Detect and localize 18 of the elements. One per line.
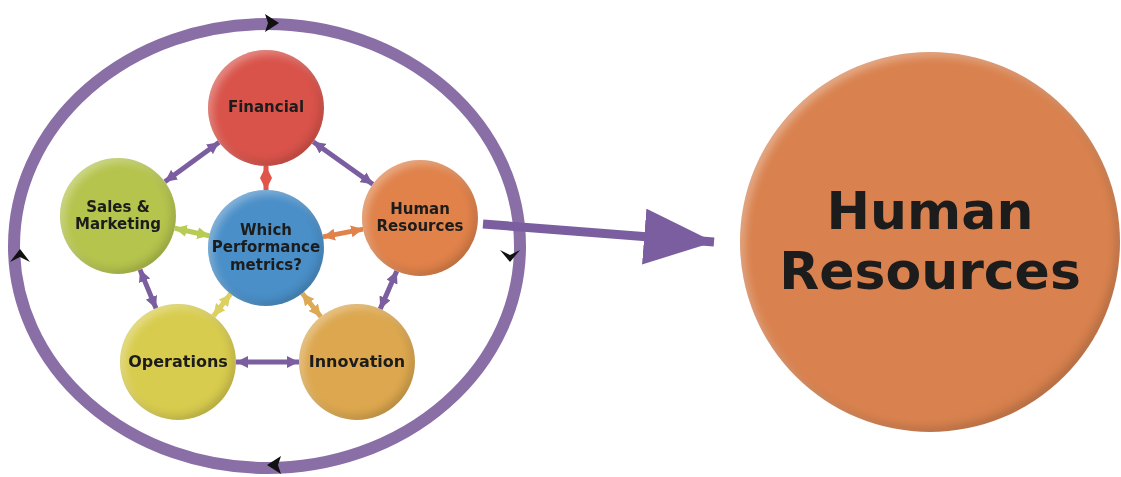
node-label: Operations xyxy=(128,352,228,372)
arrow xyxy=(311,139,375,187)
arrow xyxy=(377,270,400,310)
arrow xyxy=(482,208,715,265)
node-label: Financial xyxy=(227,99,305,117)
node-label: Innovation xyxy=(308,352,406,372)
arrow xyxy=(322,225,364,241)
node-label: Human Resources xyxy=(778,182,1082,302)
arrow xyxy=(174,224,210,240)
arrow xyxy=(260,166,272,190)
arrow xyxy=(236,356,299,368)
arrow xyxy=(211,292,233,318)
arrow xyxy=(163,140,221,184)
node-label: Sales & Marketing xyxy=(74,198,162,234)
node-label: Which Performance metrics? xyxy=(211,222,321,274)
arrow xyxy=(300,291,323,319)
node-label: Human Resources xyxy=(375,200,465,236)
arrow xyxy=(137,268,159,310)
